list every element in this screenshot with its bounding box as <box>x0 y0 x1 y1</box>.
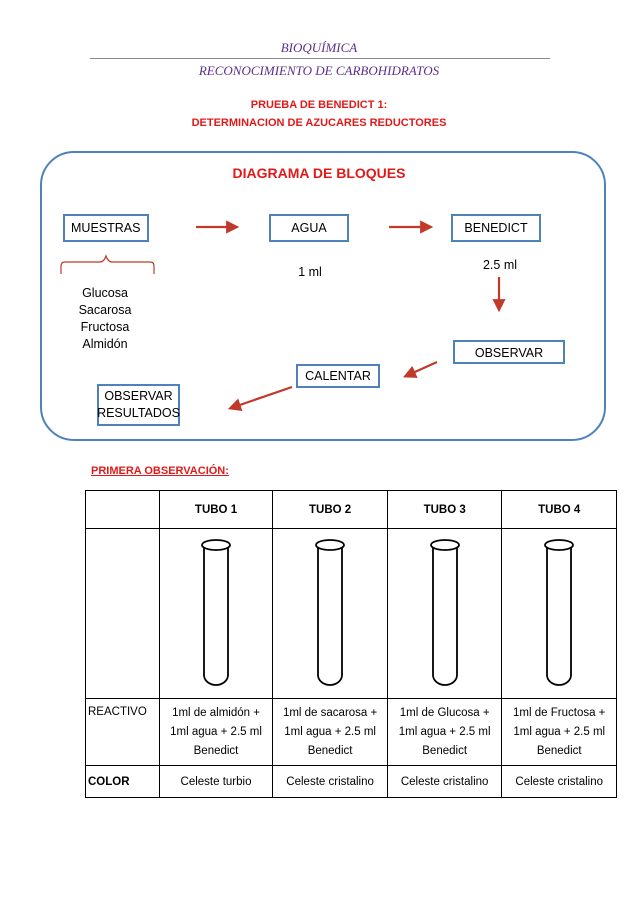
block-observar: OBSERVAR <box>453 340 565 364</box>
sample-item: Glucosa <box>82 286 128 300</box>
reactivo-line: 1ml agua + 2.5 ml <box>284 725 376 738</box>
color-cell: Celeste cristalino <box>386 765 503 798</box>
block-muestras-label: MUESTRAS <box>71 220 141 235</box>
observation-heading: PRIMERA OBSERVACIÓN: <box>91 465 229 477</box>
reactivo-line: 1ml de Fructosa + <box>513 706 606 719</box>
column-header: TUBO 2 <box>272 490 388 529</box>
color-cell: Celeste cristalino <box>501 765 617 798</box>
column-header: TUBO 4 <box>501 490 617 529</box>
test-tube-icon <box>429 539 460 686</box>
reactivo-line: Benedict <box>193 744 239 757</box>
test-tube-cell <box>272 528 388 699</box>
block-calentar: CALENTAR <box>296 364 380 388</box>
reactivo-line: Benedict <box>536 744 582 757</box>
observation-table: TUBO 1 TUBO 2 TUBO 3 TUBO 4 <box>85 490 617 798</box>
block-resultados-line2: RESULTADOS <box>97 406 180 420</box>
table-row-color: COLOR Celeste turbio Celeste cristalino … <box>85 765 617 798</box>
block-calentar-label: CALENTAR <box>305 368 371 383</box>
block-diagram-frame <box>40 151 606 441</box>
block-benedict-label: BENEDICT <box>464 220 528 235</box>
sample-item: Fructosa <box>80 320 130 334</box>
reactivo-line: Benedict <box>307 744 353 757</box>
block-agua: AGUA <box>269 214 349 242</box>
reactivo-cell: 1ml de sacarosa + 1ml agua + 2.5 ml Bene… <box>272 698 388 766</box>
header-topic: RECONOCIMIENTO DE CARBOHIDRATOS <box>198 63 440 78</box>
reactivo-cell: 1ml de almidón + 1ml agua + 2.5 ml Bened… <box>158 698 274 766</box>
header-subject: BIOQUÍMICA <box>280 40 358 55</box>
test-tube-icon <box>544 539 575 686</box>
color-cell: Celeste cristalino <box>272 765 388 798</box>
column-header: TUBO 1 <box>158 490 274 529</box>
block-observar-resultados: OBSERVAR RESULTADOS <box>97 384 180 426</box>
test-tube-cell <box>158 528 274 699</box>
test-title: PRUEBA DE BENEDICT 1: <box>250 99 388 111</box>
row-label-reactivo: REACTIVO <box>85 698 160 766</box>
block-benedict: BENEDICT <box>451 214 541 242</box>
row-label-color: COLOR <box>85 765 160 798</box>
reactivo-line: 1ml agua + 2.5 ml <box>513 725 606 738</box>
table-cell <box>85 528 160 699</box>
test-subtitle: DETERMINACION DE AZUCARES REDUCTORES <box>191 117 447 129</box>
sample-item: Sacarosa <box>78 303 132 317</box>
table-corner-cell <box>85 490 160 529</box>
block-observar-label: OBSERVAR <box>474 346 544 360</box>
reactivo-line: 1ml agua + 2.5 ml <box>170 725 262 738</box>
arrow-calentar-to-resultados <box>227 385 293 412</box>
sample-list: Glucosa Sacarosa Fructosa Almidón <box>62 285 148 353</box>
block-agua-label: AGUA <box>291 220 327 235</box>
reactivo-line: Benedict <box>422 744 468 757</box>
sample-brace <box>60 254 155 274</box>
test-tube-cell <box>386 528 503 699</box>
arrow-observar-to-calentar <box>402 360 438 378</box>
test-tube-cell <box>501 528 617 699</box>
reactivo-line: 1ml agua + 2.5 ml <box>398 725 491 738</box>
diagram-title: DIAGRAMA DE BLOQUES <box>232 165 406 181</box>
agua-amount: 1 ml <box>298 265 322 279</box>
block-resultados-line1: OBSERVAR <box>104 389 173 403</box>
reactivo-cell: 1ml de Glucosa + 1ml agua + 2.5 ml Bened… <box>386 698 503 766</box>
sample-item: Almidón <box>82 337 128 351</box>
table-row-reactivo: REACTIVO 1ml de almidón + 1ml agua + 2.5… <box>85 698 617 766</box>
block-muestras: MUESTRAS <box>63 214 149 242</box>
column-header: TUBO 3 <box>386 490 503 529</box>
reactivo-cell: 1ml de Fructosa + 1ml agua + 2.5 ml Bene… <box>501 698 617 766</box>
header-rule <box>90 58 550 59</box>
test-tube-icon <box>201 539 231 686</box>
table-row-tubes <box>85 528 617 699</box>
reactivo-line: 1ml de sacarosa + <box>282 706 378 719</box>
test-tube-icon <box>315 539 345 686</box>
color-cell: Celeste turbio <box>158 765 274 798</box>
reactivo-line: 1ml de almidón + <box>172 706 260 719</box>
reactivo-line: 1ml de Glucosa + <box>399 706 490 719</box>
benedict-amount: 2.5 ml <box>482 258 518 272</box>
table-header-row: TUBO 1 TUBO 2 TUBO 3 TUBO 4 <box>85 490 617 529</box>
